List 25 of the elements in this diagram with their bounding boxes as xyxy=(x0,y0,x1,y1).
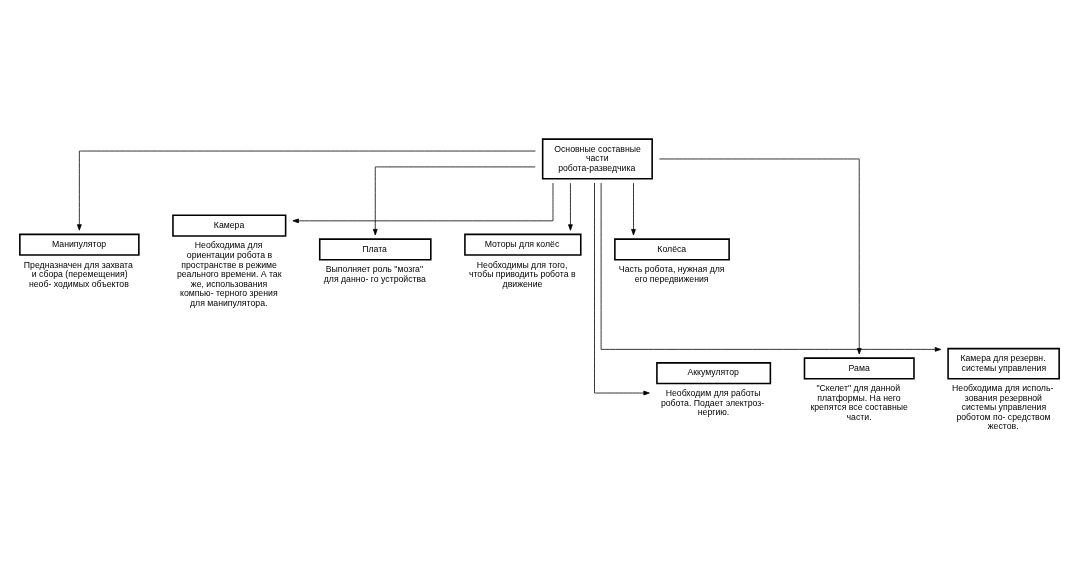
node-label: "Скелет" для данной платформы. На него крепятся все составные части. xyxy=(810,383,908,422)
node-label: Необходимы для того, чтобы приводить робота в движение xyxy=(468,259,576,289)
node-label: Часть робота, нужная для его передвижения xyxy=(618,264,725,284)
node-label: Необходима для ориентации робота в пространстве в режиме реального времени. А так же, использования компью- терного зрения для манипулятора. xyxy=(176,240,282,308)
node-box: Камера xyxy=(172,214,287,237)
arrow xyxy=(372,166,536,236)
arrow xyxy=(631,182,636,236)
node-label: Предназначен для захвата и сбора (перемещения) необ- ходимых объектов xyxy=(23,259,133,289)
node-label: Необходима для исполь- зования резервной системы управления роботом по- средством жестов. xyxy=(952,383,1054,432)
node-box: Основные составные части робота-разведчика xyxy=(541,138,653,180)
arrow xyxy=(600,182,942,352)
node-box: Аккумулятор xyxy=(656,362,772,385)
node-box: Колёса xyxy=(614,238,730,261)
arrow xyxy=(659,158,862,355)
node-label: Выполняет роль "мозга" для данно- го устройства xyxy=(323,264,426,284)
arrow xyxy=(568,182,573,231)
node-box: Плата xyxy=(318,238,432,261)
node-label: Необходим для работы робота. Подает электроз- нергию. xyxy=(660,388,765,418)
arrow xyxy=(594,182,650,396)
node-box: Камера для резервн. системы управления xyxy=(947,347,1060,380)
arrow xyxy=(77,150,536,231)
node-box: Манипулятор xyxy=(19,233,140,256)
node-box: Моторы для колёс xyxy=(464,233,582,256)
arrow xyxy=(292,182,554,224)
node-box: Рама xyxy=(803,357,915,380)
